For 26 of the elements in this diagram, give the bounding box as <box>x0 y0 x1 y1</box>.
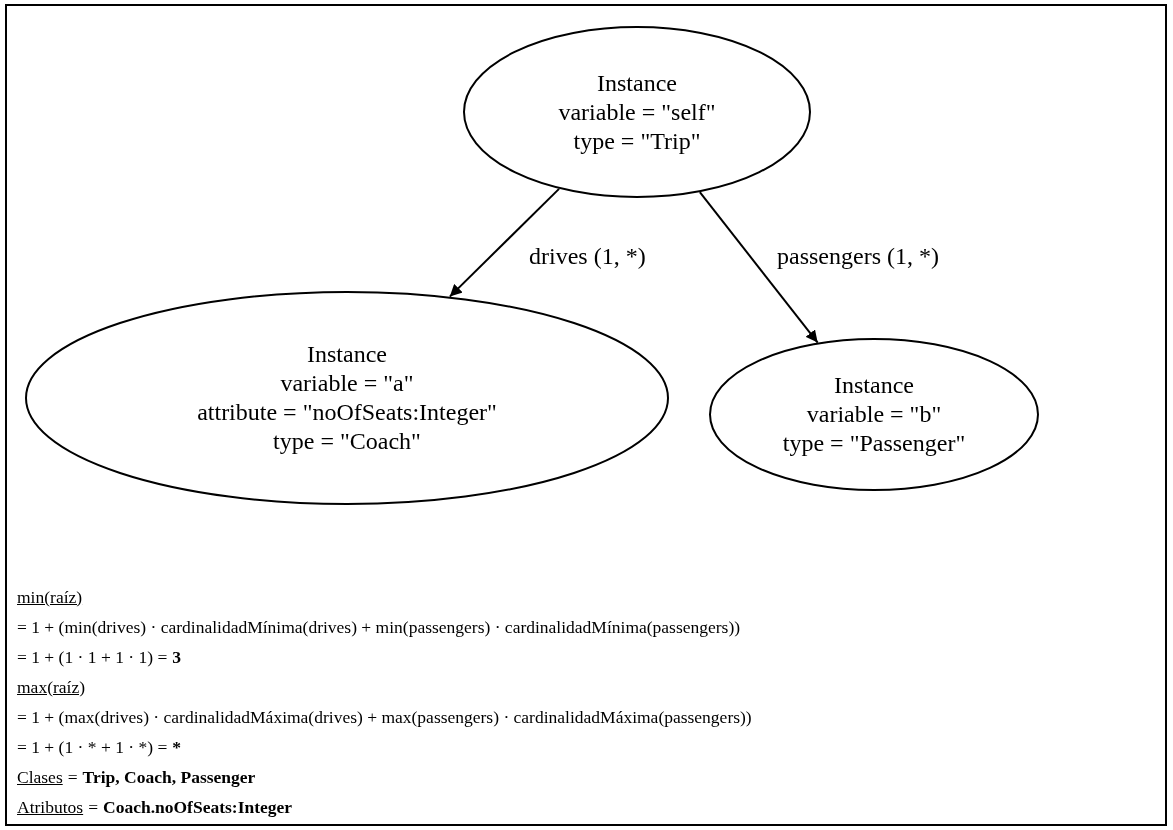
node-text: type = "Passenger" <box>782 429 966 458</box>
node-text: variable = "b" <box>806 400 942 429</box>
formula-text: = 1 + (min(drives) · cardinalidadMínima(drives) + min(passengers) · cardinalidadMínima(passengers)) <box>17 616 741 638</box>
node-text: variable = "a" <box>280 369 414 398</box>
node-text: type = "Coach" <box>273 427 421 456</box>
node-text: variable = "self" <box>558 97 716 127</box>
formula-heading: Clases <box>17 766 63 788</box>
arrow <box>448 187 561 298</box>
formula-text: Coach.noOfSeats:Integer <box>103 796 293 818</box>
formula-text: = <box>88 796 98 818</box>
node-text: Instance <box>597 68 677 98</box>
arrow <box>698 191 819 344</box>
formula-text: = 1 + (1 · * + 1 · *) = <box>17 736 168 758</box>
formula-text: = 1 + (max(drives) · cardinalidadMáxima(drives) + max(passengers) · cardinalidadMáxima(passengers)) <box>17 706 752 728</box>
node-text: Instance <box>307 340 387 369</box>
formula-heading: max(raíz) <box>17 676 85 698</box>
formula-text: Trip, Coach, Passenger <box>82 766 256 788</box>
formula-heading: Atributos <box>17 796 84 818</box>
formula-text: = <box>67 766 78 788</box>
formula-heading: min(raíz) <box>17 586 83 608</box>
node-text: attribute = "noOfSeats:Integer" <box>197 398 497 427</box>
formula-text: = 1 + (1 · 1 + 1 · 1) = <box>17 646 168 668</box>
formula-text: 3 <box>172 646 182 668</box>
formula-text: * <box>172 736 182 758</box>
node-text: Instance <box>834 371 914 400</box>
node-text: type = "Trip" <box>573 126 701 156</box>
